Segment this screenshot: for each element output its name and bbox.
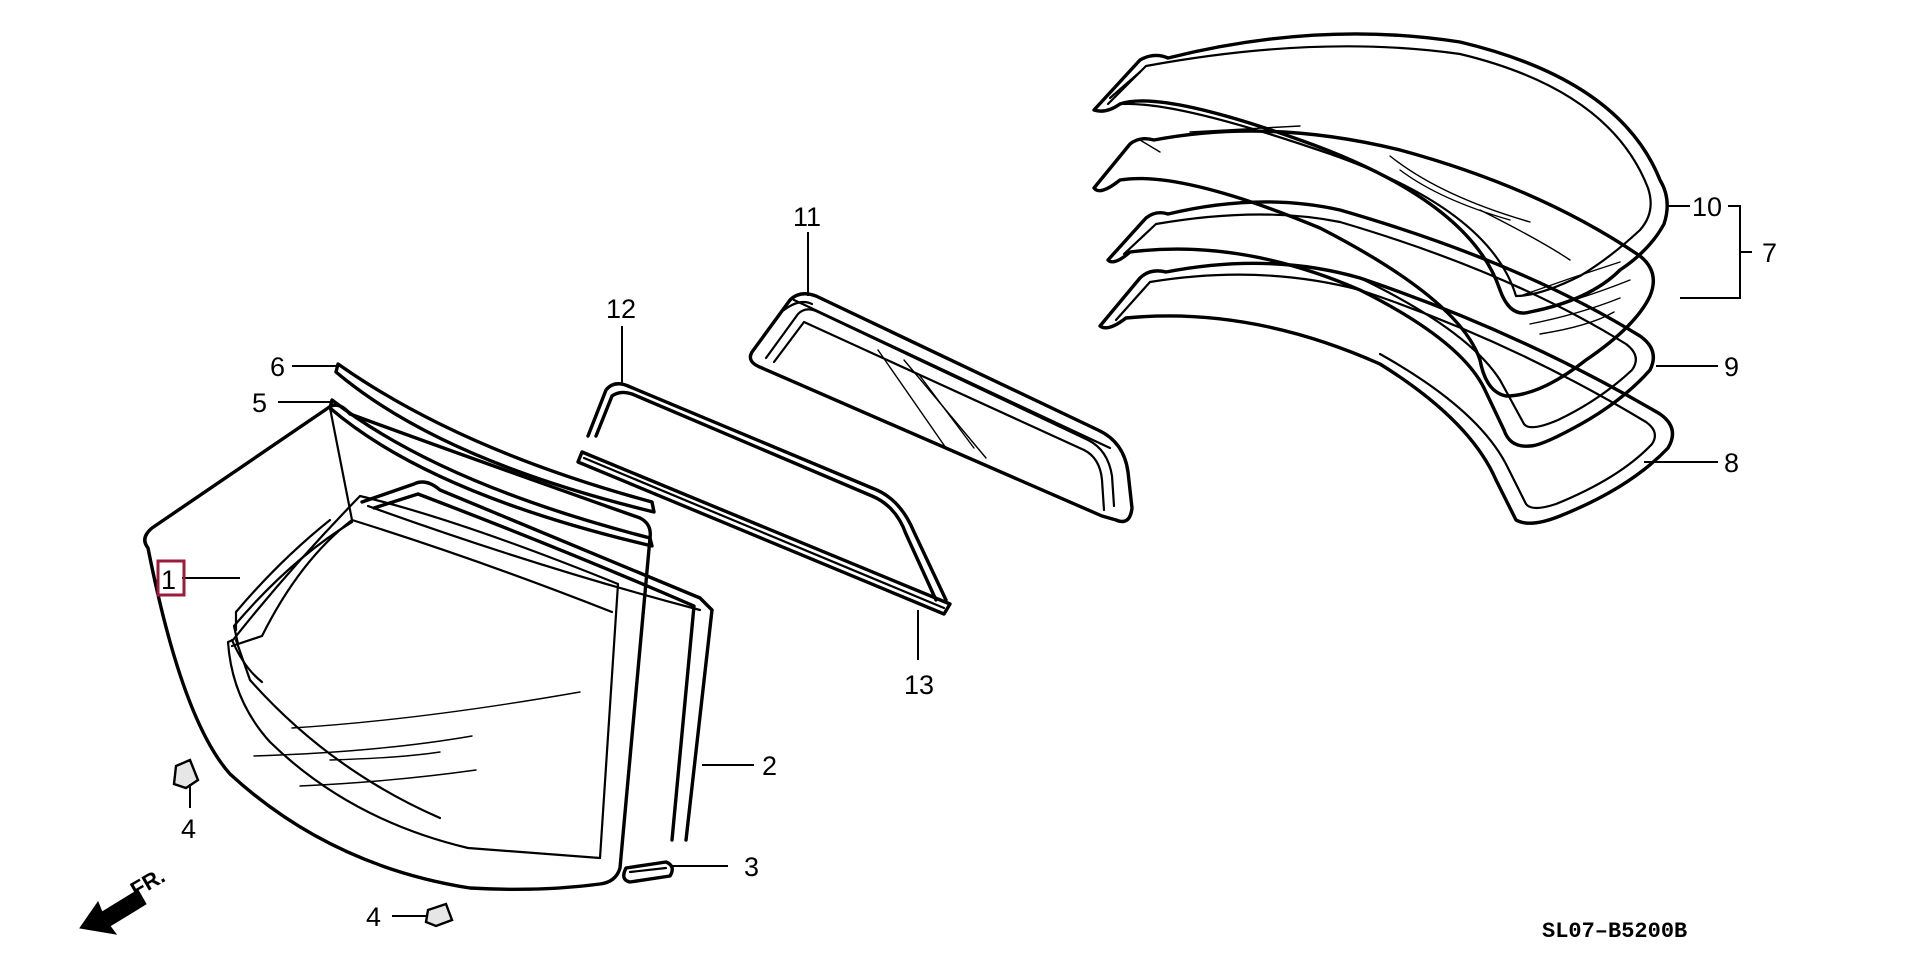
rear-weatherstrip-13[interactable] <box>576 450 952 616</box>
callout-7[interactable]: 7 <box>1762 238 1777 268</box>
diagram-code: SL07–B5200B <box>1542 919 1687 944</box>
callout-13[interactable]: 13 <box>904 670 934 700</box>
front-direction-arrow: FR. <box>79 863 169 935</box>
rear-weatherstrip-12[interactable] <box>586 382 948 602</box>
windshield-side-moulding[interactable] <box>360 480 714 842</box>
callout-1[interactable]: 1 <box>161 565 176 595</box>
callout-2[interactable]: 2 <box>762 751 777 781</box>
rear-window-glass[interactable] <box>748 292 1134 524</box>
callout-10[interactable]: 10 <box>1692 192 1722 222</box>
fastener-bottom[interactable] <box>424 902 454 928</box>
callout-12[interactable]: 12 <box>606 294 636 324</box>
top-window-seal-8[interactable] <box>1098 261 1675 525</box>
roof-moulding-strip-6[interactable] <box>334 362 656 514</box>
callout-11[interactable]: 11 <box>793 202 821 232</box>
callout-4-bottom[interactable]: 4 <box>366 902 381 932</box>
top-window-glass-7[interactable] <box>1092 125 1655 398</box>
leader-lines <box>182 205 1752 917</box>
callout-9[interactable]: 9 <box>1724 352 1739 382</box>
callout-8[interactable]: 8 <box>1724 448 1739 478</box>
roof-moulding-strip-5[interactable] <box>328 398 654 548</box>
top-window-seal-9[interactable] <box>1106 200 1655 448</box>
fastener-left[interactable] <box>172 758 200 790</box>
callout-5[interactable]: 5 <box>252 388 267 418</box>
callout-1-highlight <box>156 559 186 597</box>
callout-3[interactable]: 3 <box>744 852 759 882</box>
callout-6[interactable]: 6 <box>270 352 285 382</box>
lower-moulding-clip[interactable] <box>622 860 674 884</box>
callout-4-left[interactable]: 4 <box>181 814 196 844</box>
